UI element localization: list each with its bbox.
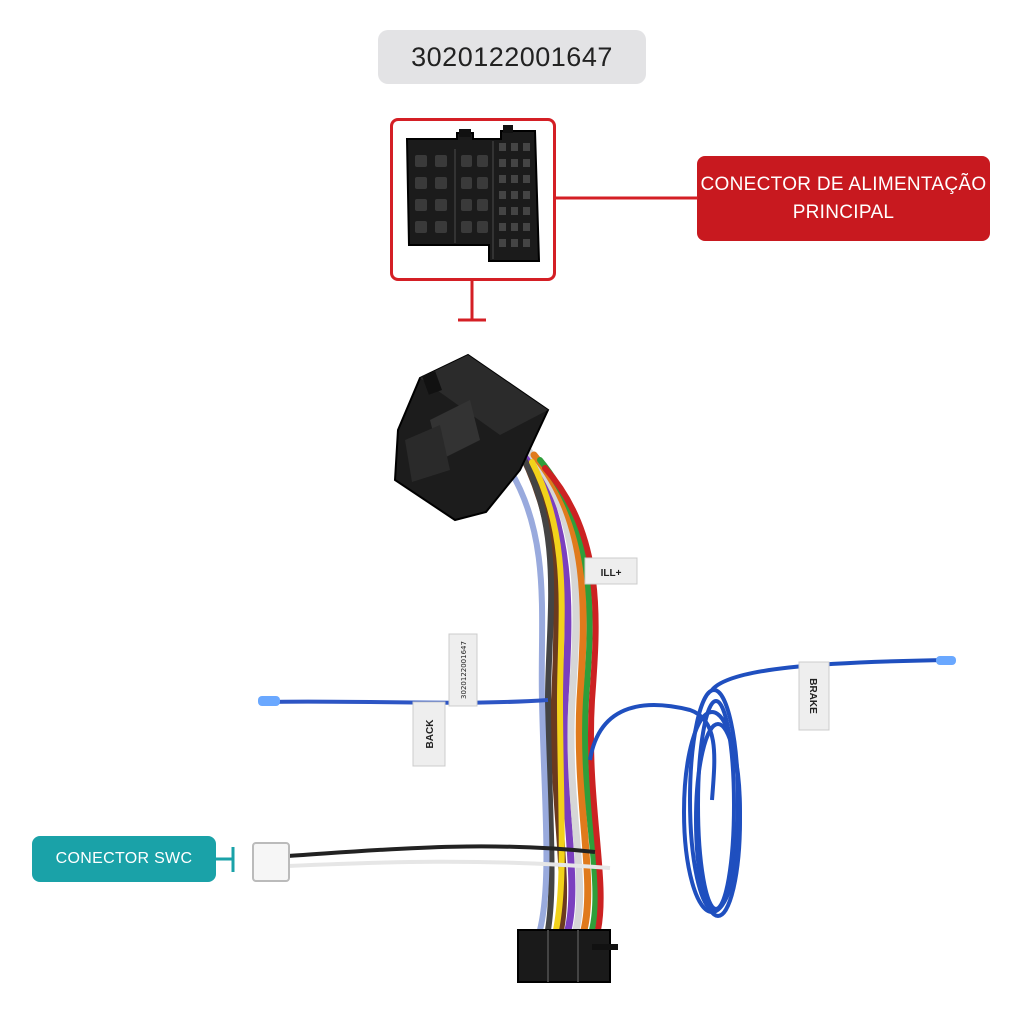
main-connector-frame	[390, 118, 556, 281]
brake-tag-text: BRAKE	[807, 678, 818, 714]
back-wire	[264, 698, 549, 705]
swc-callout-text: CONECTOR SWC	[55, 850, 193, 867]
brake-wire	[588, 658, 951, 918]
swc-wires	[287, 844, 611, 870]
swc-callout: CONECTOR SWC	[32, 836, 216, 882]
iso-connector-icon	[393, 353, 550, 522]
product-code-text: 3020122001647	[411, 41, 613, 72]
main-power-callout-line1: CONECTOR DE ALIMENTAÇÃO	[700, 173, 987, 195]
main-power-callout-line2: PRINCIPAL	[792, 201, 895, 223]
back-tag: BACK	[412, 701, 446, 767]
code-tag: 3020122001647	[448, 633, 478, 707]
back-tag-text: BACK	[425, 719, 436, 749]
brake-wire-tip	[936, 656, 956, 665]
main-connector-face-icon	[405, 125, 541, 262]
product-code-badge: 3020122001647	[378, 30, 646, 84]
ill-tag-text: ILL+	[601, 568, 622, 579]
swc-connector-icon	[252, 842, 290, 882]
wire-bundle	[507, 436, 604, 934]
main-power-callout: CONECTOR DE ALIMENTAÇÃO PRINCIPAL	[697, 156, 990, 241]
code-tag-text: 3020122001647	[460, 641, 468, 699]
radio-connector-icon	[517, 929, 618, 983]
brake-tag: BRAKE	[798, 661, 830, 731]
back-wire-tip	[258, 696, 280, 706]
ill-tag: ILL+	[584, 557, 638, 585]
